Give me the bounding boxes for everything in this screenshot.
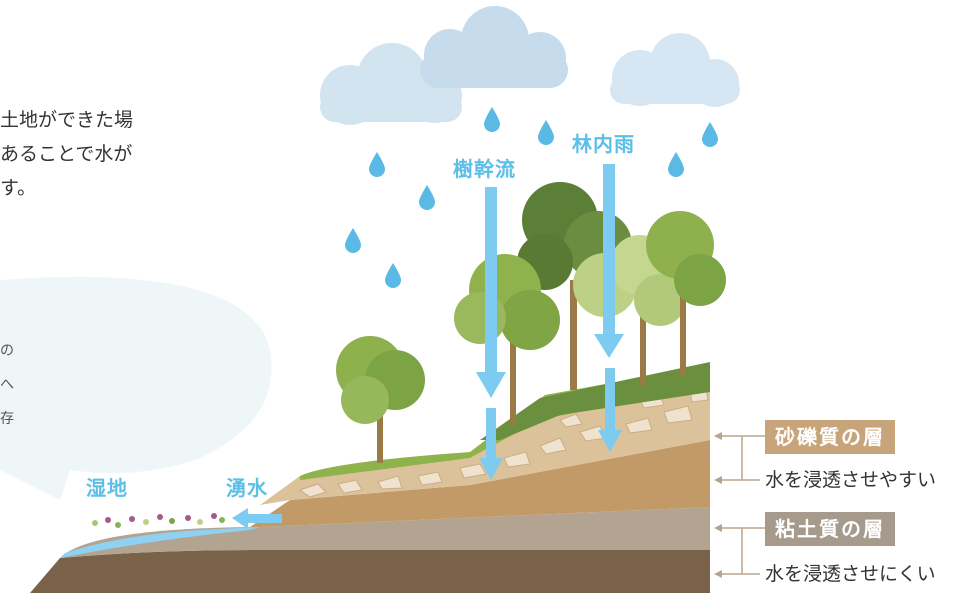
legend-connectors	[720, 435, 765, 575]
gravel-layer-tag: 砂礫質の層	[765, 420, 895, 454]
gravel-layer	[260, 385, 710, 505]
raindrop-icon	[668, 152, 684, 177]
stemflow-arrow-head	[476, 372, 506, 398]
gravel-stones	[298, 387, 709, 498]
spring-label: 湧水	[226, 476, 268, 500]
bubble-line-2: へ	[0, 377, 14, 393]
sand-layer	[250, 440, 710, 527]
raindrops	[345, 107, 718, 288]
bubble-line-1: の	[0, 343, 14, 359]
legend-arrowheads	[714, 432, 722, 578]
throughfall-infiltration-arrow	[605, 368, 615, 430]
bubble-line-3: 存	[0, 411, 14, 427]
raindrop-icon	[702, 122, 718, 147]
stemflow-infiltration-arrow	[486, 408, 496, 458]
raindrop-icon	[538, 120, 554, 145]
tree-left	[336, 336, 425, 463]
clay-layer-tag: 粘土質の層	[765, 512, 895, 546]
wetland-water	[60, 527, 260, 558]
raindrop-icon	[345, 228, 361, 253]
gravel-layer-desc: 水を浸透させやすい	[765, 469, 937, 491]
raindrop-icon	[484, 107, 500, 132]
spring-arrow	[248, 514, 282, 523]
bedrock-layer	[30, 550, 710, 593]
clay-layer-desc: 水を浸透させにくい	[765, 563, 936, 585]
cloud-center	[420, 6, 568, 88]
raindrop-icon	[369, 152, 385, 177]
grass-dark-layer	[480, 362, 710, 440]
throughfall-arrow-head	[594, 334, 624, 358]
intro-line-3: す。	[0, 177, 37, 199]
raindrop-icon	[385, 263, 401, 288]
cloud-right	[610, 33, 740, 107]
cloud-left	[320, 43, 462, 125]
raindrop-icon	[419, 185, 435, 210]
clay-layer	[60, 507, 710, 558]
stemflow-arrow	[485, 187, 497, 372]
wetland-label: 湿地	[86, 476, 128, 500]
intro-line-1: 土地ができた場	[0, 109, 134, 131]
wetland-plants	[92, 513, 225, 528]
tree-right	[646, 211, 726, 375]
throughfall-arrow	[603, 164, 615, 334]
throughfall-label: 林内雨	[572, 132, 635, 156]
spring-arrow-head	[232, 508, 248, 529]
stemflow-label: 樹幹流	[453, 157, 516, 181]
intro-line-2: あることで水が	[0, 143, 133, 165]
water-arrows	[232, 164, 624, 529]
speech-bubble	[0, 276, 272, 500]
